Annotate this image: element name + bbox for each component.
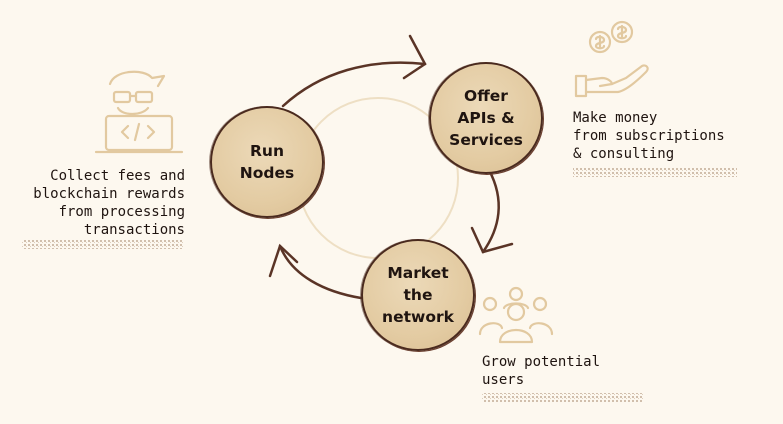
arrow-run-to-offer — [281, 34, 427, 108]
people-group-icon — [478, 286, 554, 344]
caption-collect-fees: Collect fees and blockchain rewards from… — [33, 168, 185, 238]
node-run-nodes: Run Nodes — [210, 106, 324, 218]
scribble-underline-fees — [22, 240, 184, 249]
node-market-the-network: Market the network — [361, 239, 475, 351]
scribble-underline-users — [482, 393, 644, 402]
money-hand-icon — [574, 20, 649, 98]
caption-grow-users: Grow potential users — [482, 354, 601, 388]
scribble-underline-money — [573, 168, 737, 177]
arrow-offer-to-market — [470, 168, 514, 254]
caption-make-money: Make money from subscriptions & consulti… — [573, 110, 725, 162]
arrow-market-to-run — [268, 243, 363, 300]
node-offer-apis-services: Offer APIs & Services — [429, 62, 543, 174]
developer-icon — [94, 70, 184, 154]
